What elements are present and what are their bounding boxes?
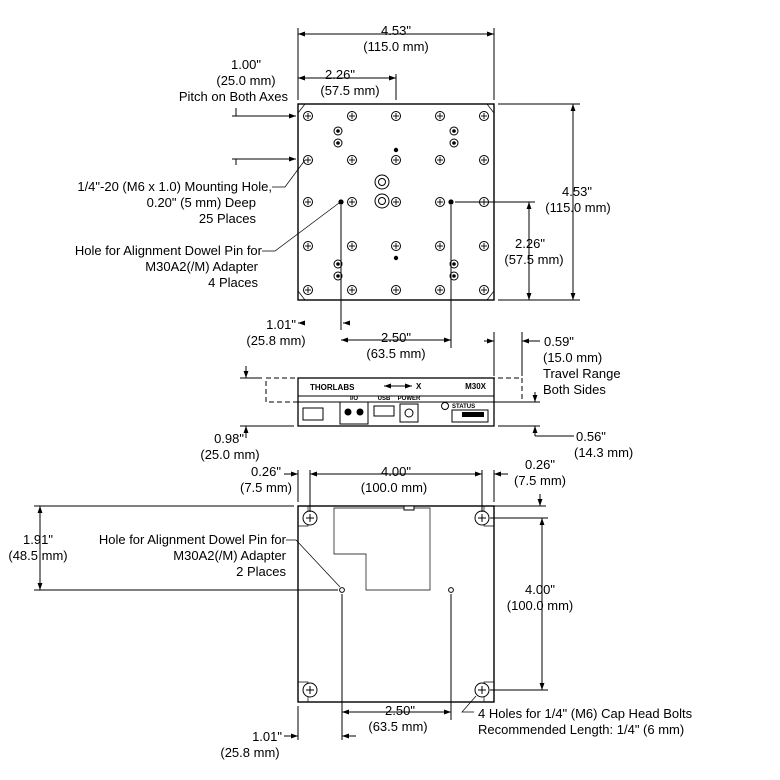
bottom-dowel-line-3: 2 Places [236, 564, 286, 579]
travel-label-1: Travel Range [543, 366, 621, 381]
bottom-dowel-line-2: M30A2(/M) Adapter [173, 548, 286, 563]
brand-logo: THORLABS [310, 383, 355, 392]
mount-hole-line-2: 0.20" (5 mm) Deep [147, 195, 256, 210]
port-io: I/O [350, 396, 358, 402]
top-height-mm: (115.0 mm) [545, 200, 611, 215]
top-dowel-spacing-in: 2.50" [381, 330, 411, 345]
top-plate-corners [297, 103, 495, 301]
pitch-in: 1.00" [231, 57, 261, 72]
left-margin-mm: (7.5 mm) [240, 480, 292, 495]
tapped-hole [303, 241, 313, 251]
side-height-mm: (25.0 mm) [200, 447, 259, 462]
step-in: 0.56" [576, 429, 606, 444]
top-offset-in: 1.01" [266, 317, 296, 332]
tapped-hole [391, 155, 401, 165]
status-label: STATUS [452, 404, 475, 410]
dowel-holes-top [338, 199, 454, 205]
hspace-mm: (100.0 mm) [361, 480, 427, 495]
top-dowel-spacing-mm: (63.5 mm) [366, 346, 425, 361]
travel-in: 0.59" [544, 334, 574, 349]
top-offset-mm: (25.8 mm) [246, 333, 305, 348]
bottom-view: 0.26" (7.5 mm) 4.00" (100.0 mm) 0.26" (7… [8, 457, 692, 760]
tapped-hole [347, 241, 357, 251]
bottom-plate [297, 505, 495, 703]
bottom-dowel-line-1: Hole for Alignment Dowel Pin for [99, 532, 287, 547]
top-width-mm: (115.0 mm) [363, 39, 429, 54]
hspace-in: 4.00" [381, 464, 411, 479]
dowel-y-mm: (48.5 mm) [8, 548, 67, 563]
tapped-hole [435, 285, 445, 295]
tapped-hole [479, 155, 489, 165]
top-dowel-line-3: 4 Places [208, 275, 258, 290]
top-dowel-line-1: Hole for Alignment Dowel Pin for [75, 243, 263, 258]
top-half-mm: (57.5 mm) [320, 83, 379, 98]
tapped-hole [391, 285, 401, 295]
right-margin-in: 0.26" [525, 457, 555, 472]
tapped-hole [303, 111, 313, 121]
top-view: 4.53" (115.0 mm) 2.26" (57.5 mm) 1.00" (… [75, 23, 611, 361]
bottom-dowel-spacing-in: 2.50" [385, 703, 415, 718]
tapped-hole [391, 111, 401, 121]
connector-icon [302, 407, 324, 421]
top-half-r-in: 2.26" [515, 236, 545, 251]
tapped-hole [435, 241, 445, 251]
side-view: THORLABS X M30X I/O USB POWER STATUS 0.5… [200, 332, 633, 462]
dowel-y-in: 1.91" [23, 532, 53, 547]
vspace-in: 4.00" [525, 582, 555, 597]
tapped-hole [435, 111, 445, 121]
left-margin-in: 0.26" [251, 464, 281, 479]
tapped-hole [391, 197, 401, 207]
tapped-hole [391, 241, 401, 251]
tapped-hole [303, 285, 313, 295]
top-half-in: 2.26" [325, 67, 355, 82]
top-width-in: 4.53" [381, 23, 411, 38]
bottom-dowel-spacing-mm: (63.5 mm) [368, 719, 427, 734]
center-bore [374, 147, 399, 261]
bottom-dowel-right [448, 587, 454, 593]
bolt-note-2: Recommended Length: 1/4" (6 mm) [478, 722, 684, 737]
tapped-hole [347, 111, 357, 121]
top-half-r-mm: (57.5 mm) [504, 252, 563, 267]
right-margin-mm: (7.5 mm) [514, 473, 566, 488]
pitch-note: Pitch on Both Axes [179, 89, 289, 104]
travel-label-2: Both Sides [543, 382, 606, 397]
side-height-in: 0.98" [214, 431, 244, 446]
pitch-mm: (25.0 mm) [216, 73, 275, 88]
mount-hole-line-3: 25 Places [199, 211, 257, 226]
tapped-hole [435, 197, 445, 207]
port-power: POWER [398, 396, 421, 402]
step-mm: (14.3 mm) [574, 445, 633, 460]
vspace-mm: (100.0 mm) [507, 598, 573, 613]
bottom-dowel-left [339, 587, 345, 593]
tapped-hole [347, 285, 357, 295]
tapped-hole [347, 155, 357, 165]
tapped-hole [347, 197, 357, 207]
mount-hole-line-1: 1/4"-20 (M6 x 1.0) Mounting Hole, [77, 179, 272, 194]
travel-mm: (15.0 mm) [543, 350, 602, 365]
bottom-offset-in: 1.01" [252, 729, 282, 744]
tapped-hole [479, 111, 489, 121]
port-usb: USB [378, 396, 391, 402]
axis-label: X [416, 382, 422, 391]
top-dowel-line-2: M30A2(/M) Adapter [145, 259, 258, 274]
tapped-hole [303, 197, 313, 207]
top-height-in: 4.53" [562, 184, 592, 199]
tapped-hole [435, 155, 445, 165]
pcb-cutout [333, 507, 431, 591]
bolt-note-1: 4 Holes for 1/4" (M6) Cap Head Bolts [478, 706, 693, 721]
tapped-hole [479, 241, 489, 251]
model-label: M30X [465, 382, 487, 391]
tapped-hole [479, 285, 489, 295]
bottom-offset-mm: (25.8 mm) [220, 745, 279, 760]
